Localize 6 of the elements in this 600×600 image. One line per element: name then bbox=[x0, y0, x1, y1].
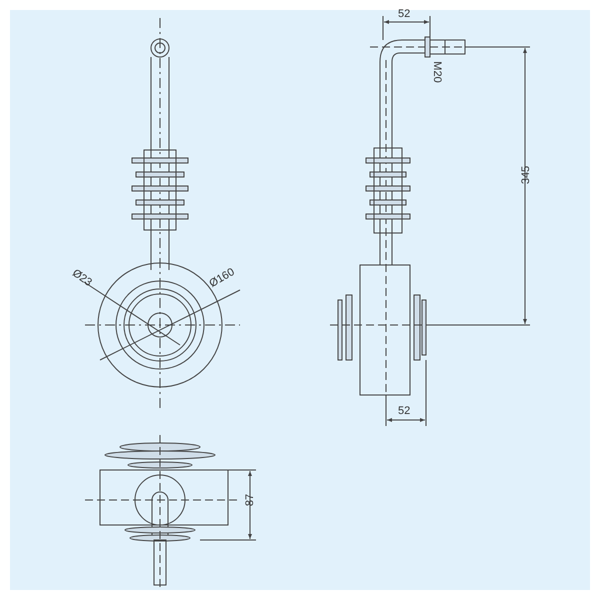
dimension-label: 345 bbox=[520, 166, 532, 184]
dimension-label: 52 bbox=[398, 405, 410, 417]
dimension-label: 52 bbox=[398, 8, 410, 20]
dimension-label: M20 bbox=[431, 61, 443, 83]
dimension-label: 87 bbox=[244, 494, 256, 506]
dimension-label: Ø23 bbox=[70, 267, 94, 289]
